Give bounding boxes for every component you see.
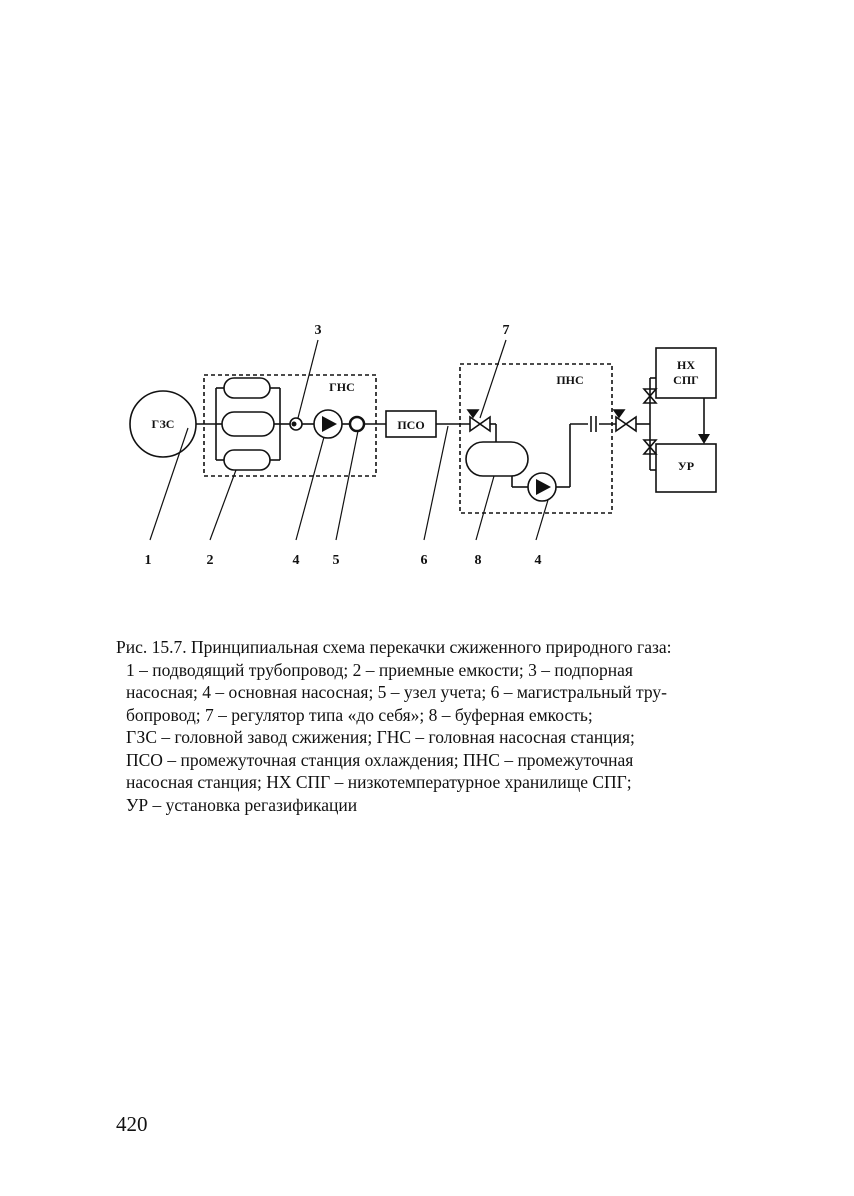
- regulator-valve: [469, 415, 491, 433]
- ur-label: УР: [678, 459, 694, 473]
- callout-2: 2: [207, 553, 214, 568]
- buffer-tank: [465, 441, 529, 477]
- regas-branch-valve: [642, 439, 658, 455]
- caption-line: УР – установка регазификации: [126, 794, 358, 815]
- pipeline-schematic: ГЗС ГНС ПСО ПНС НХ СПГ УР 3 7 1 2 4 5 6 …: [129, 323, 717, 568]
- pns-boundary: [459, 363, 613, 514]
- ur-box: [655, 443, 717, 493]
- gns-label: ГНС: [329, 380, 355, 394]
- gns-boundary: [203, 374, 377, 477]
- receiving-tank-2: [221, 411, 275, 437]
- storage-branch-valve: [642, 388, 658, 404]
- caption-line: 1 – подводящий трубопровод; 2 – приемные…: [126, 659, 633, 680]
- callout-4a: 4: [293, 553, 300, 568]
- nx-spg-box: [655, 347, 717, 399]
- caption-line: насосная станция; НХ СПГ – низкотемперат…: [126, 772, 632, 792]
- gzs-label: ГЗС: [152, 417, 175, 431]
- nx-label-line1: НХ: [677, 358, 695, 372]
- nx-label-line2: СПГ: [673, 373, 699, 387]
- caption-title: Рис. 15.7. Принципиальная схема перекачк…: [116, 637, 672, 657]
- callout-1: 1: [145, 553, 152, 568]
- caption-line: насосная; 4 – основная насосная; 5 – узе…: [126, 682, 668, 702]
- caption-line: ГЗС – головной завод сжижения; ГНС – гол…: [126, 727, 635, 747]
- receiving-tank-3: [223, 449, 271, 471]
- receiving-tank-1: [223, 377, 271, 399]
- caption-line: ПСО – промежуточная станция охлаждения; …: [126, 749, 634, 770]
- callout-6: 6: [421, 553, 428, 568]
- callout-7: 7: [503, 323, 510, 338]
- callout-5: 5: [333, 553, 340, 568]
- callout-8: 8: [475, 553, 482, 568]
- page-number: 420: [116, 1112, 148, 1136]
- figure-caption: Рис. 15.7. Принципиальная схема перекачк…: [116, 636, 742, 816]
- callout-4b: 4: [535, 553, 542, 568]
- pns-label: ПНС: [556, 373, 583, 387]
- outlet-valve: [615, 415, 637, 433]
- pso-label: ПСО: [397, 418, 424, 432]
- callout-3: 3: [315, 323, 322, 338]
- caption-line: бопровод; 7 – регулятор типа «до себя»; …: [126, 704, 593, 725]
- metering-unit: [348, 415, 366, 433]
